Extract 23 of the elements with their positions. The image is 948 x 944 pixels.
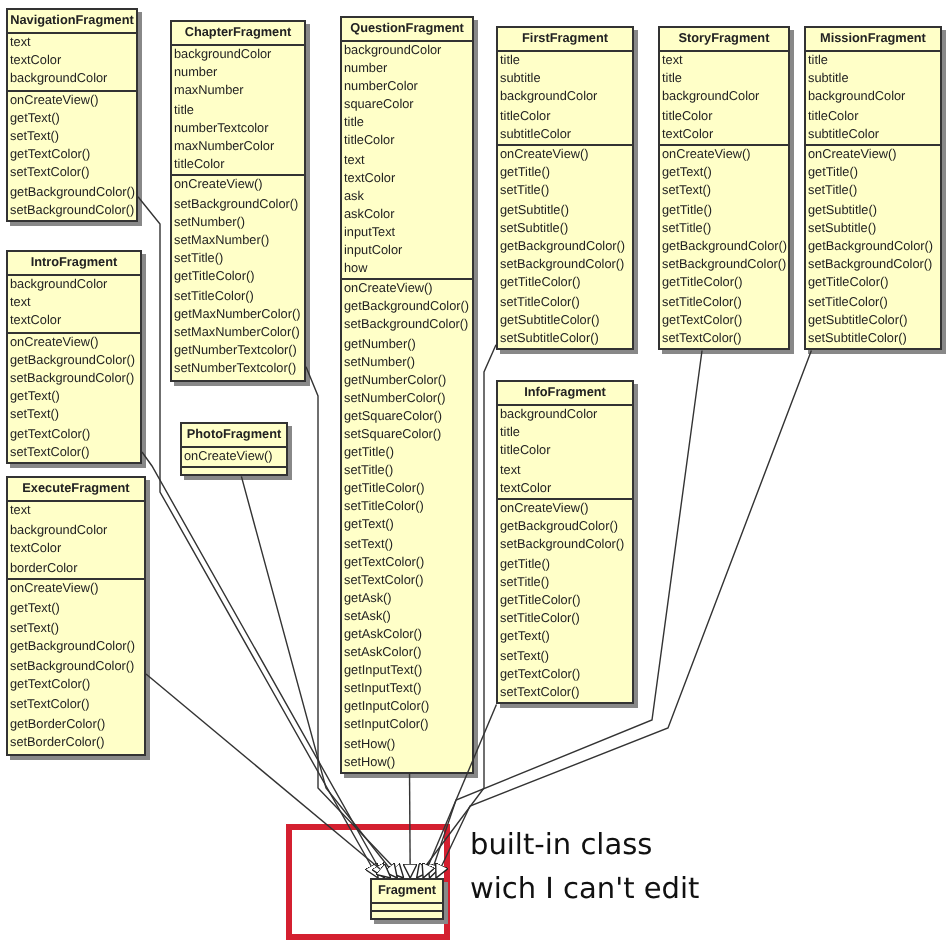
class-box (496, 380, 634, 705)
inheritance-arrow (426, 349, 703, 879)
class-box (6, 8, 138, 223)
class-box (6, 476, 146, 756)
class-box (496, 26, 634, 351)
class-box (6, 250, 142, 465)
inheritance-arrow (421, 703, 498, 879)
highlight-box (286, 824, 450, 940)
inheritance-arrow (240, 475, 399, 879)
class-box (804, 26, 942, 351)
inheritance-arrow (141, 451, 386, 879)
inheritance-arrow (145, 673, 392, 879)
inheritance-arrow (415, 344, 497, 879)
class-box (340, 16, 474, 774)
inheritance-arrow (434, 349, 813, 879)
class-box (170, 20, 306, 382)
note-text: built-in class wich I can't edit (470, 828, 702, 910)
inheritance-arrow (137, 196, 379, 879)
class-box (180, 422, 288, 477)
class-box (370, 878, 444, 920)
class-box (658, 26, 790, 351)
inheritance-arrow (305, 366, 405, 879)
inheritance-arrow (402, 772, 418, 879)
